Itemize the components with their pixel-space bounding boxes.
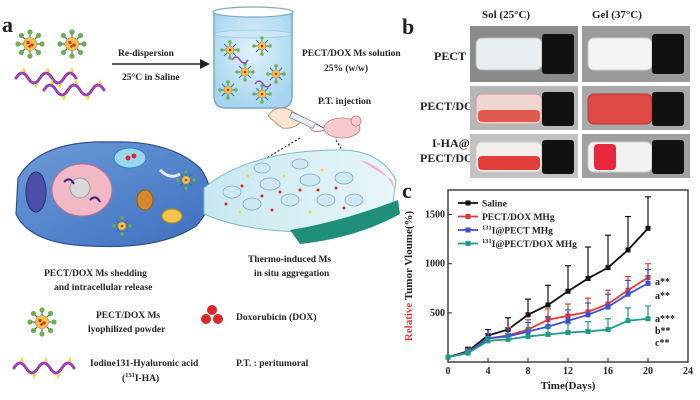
panel-a: a Re-dispersion 25°C in Saline PECT/DOX … bbox=[2, 6, 401, 384]
significance-label: a** bbox=[655, 277, 670, 288]
legend-marker bbox=[465, 214, 471, 219]
data-point bbox=[645, 316, 651, 322]
injection-label: P.T. injection bbox=[318, 97, 372, 107]
solution-conc-label: 25% (w/w) bbox=[324, 63, 368, 74]
data-point bbox=[625, 291, 631, 297]
significance-label: a** bbox=[655, 291, 670, 302]
legend-marker bbox=[465, 200, 471, 206]
step1-label: Re-dispersion bbox=[118, 49, 175, 59]
legend-ha-label: Iodine131-Hyaluronic acid bbox=[90, 359, 199, 369]
vial-photo-pect-sol bbox=[470, 26, 578, 82]
series-0 bbox=[445, 196, 651, 360]
row-label-pect: PECT bbox=[434, 49, 466, 63]
significance-label: c** bbox=[655, 338, 669, 349]
panel-c-label: c bbox=[402, 178, 412, 203]
column-gel-label: Gel (37°C) bbox=[592, 9, 642, 21]
data-point bbox=[645, 225, 651, 231]
data-point bbox=[565, 330, 571, 336]
y-tick-label: 1500 bbox=[425, 210, 445, 221]
x-tick-label: 16 bbox=[603, 366, 613, 377]
significance-label: b** bbox=[655, 326, 671, 337]
y-tick-label: 1000 bbox=[425, 259, 445, 270]
x-tick-label: 20 bbox=[643, 366, 653, 377]
x-tick-label: 8 bbox=[526, 366, 531, 377]
data-point bbox=[585, 275, 591, 281]
vial-photo-pect-dox-sol bbox=[470, 86, 578, 130]
data-point bbox=[545, 331, 551, 337]
tumor-cell-icon bbox=[15, 141, 211, 248]
data-point bbox=[605, 265, 611, 271]
micelle-icon bbox=[26, 306, 58, 338]
solution-label: PECT/DOX Ms solution bbox=[302, 49, 401, 59]
step1-sub-label: 25°C in Saline bbox=[122, 72, 180, 83]
arrow-head-icon bbox=[200, 59, 210, 69]
data-point bbox=[565, 318, 571, 324]
hyaluronic-acid-chain-icon bbox=[12, 355, 76, 381]
legend-label: PECT/DOX MHg bbox=[482, 213, 555, 223]
legend-label: 131I@PECT MHg bbox=[482, 225, 553, 237]
syringe-icon bbox=[267, 107, 329, 131]
data-point bbox=[585, 329, 591, 335]
vial-photo-iha-pect-dox-gel bbox=[582, 134, 690, 178]
data-point bbox=[565, 288, 571, 294]
vial-photo-iha-pect-dox-sol bbox=[470, 134, 578, 178]
data-point bbox=[445, 354, 451, 360]
legend-label: Saline bbox=[482, 200, 507, 210]
legend-marker bbox=[465, 241, 471, 246]
row-label-iha: I-HA@ bbox=[432, 136, 470, 150]
significance-label: a*** bbox=[655, 314, 675, 325]
x-tick-label: 4 bbox=[486, 366, 491, 377]
data-point bbox=[525, 312, 531, 318]
vial-photo-pect-dox-gel bbox=[582, 86, 690, 130]
data-point bbox=[625, 318, 631, 324]
thermo-label-2: in situ aggregation bbox=[254, 269, 330, 279]
data-point bbox=[525, 333, 531, 339]
legend-marker bbox=[465, 227, 471, 233]
tissue-aggregation-icon bbox=[203, 149, 400, 244]
legend-ms-label: PECT/DOX Ms bbox=[96, 311, 160, 321]
legend-ms-label-2: lyophilized powder bbox=[88, 325, 166, 335]
data-point bbox=[645, 280, 651, 286]
panel-b: b Sol (25°C) Gel (37°C) PECT PECT/DOX I-… bbox=[402, 9, 690, 178]
y-axis-label: Relative Tumor Vloume(%) bbox=[403, 210, 415, 341]
shedding-label: PECT/DOX Ms shedding bbox=[44, 269, 147, 279]
legend-dox-label: Doxorubicin (DOX) bbox=[236, 312, 317, 323]
vial-photo-pect-gel bbox=[582, 26, 690, 82]
row-label-pect-dox: PECT/DOX bbox=[420, 99, 482, 113]
data-point bbox=[485, 338, 491, 344]
micelle-icon bbox=[56, 28, 88, 60]
x-tick-label: 0 bbox=[446, 366, 451, 377]
row-label-iha-2: PECT/DOX bbox=[420, 151, 482, 165]
beaker-icon bbox=[212, 6, 294, 109]
data-point bbox=[465, 350, 471, 356]
data-point bbox=[585, 312, 591, 318]
panel-b-label: b bbox=[402, 14, 414, 39]
x-tick-label: 24 bbox=[683, 366, 693, 377]
legend-label: 131I@PECT/DOX MHg bbox=[482, 238, 577, 250]
thermo-label: Thermo-induced Ms bbox=[248, 255, 331, 265]
data-point bbox=[625, 247, 631, 253]
mouse-icon bbox=[309, 115, 362, 139]
data-point bbox=[605, 327, 611, 333]
column-sol-label: Sol (25°C) bbox=[482, 9, 530, 21]
data-point bbox=[605, 304, 611, 310]
series-3 bbox=[445, 305, 651, 360]
micelle-icon bbox=[14, 28, 46, 60]
legend-ha-label-2: (131I-HA) bbox=[122, 372, 159, 384]
legend-pt-label: P.T. : peritumoral bbox=[236, 359, 309, 369]
doxorubicin-icon bbox=[201, 305, 223, 324]
data-point bbox=[545, 302, 551, 308]
x-tick-label: 12 bbox=[563, 366, 573, 377]
hyaluronic-acid-chain-icon bbox=[42, 77, 106, 103]
x-axis-label: Time(Days) bbox=[541, 380, 596, 392]
shedding-label-2: and intracellular release bbox=[54, 283, 152, 293]
panel-a-label: a bbox=[2, 12, 13, 37]
data-point bbox=[505, 336, 511, 342]
y-tick-label: 500 bbox=[430, 308, 445, 319]
